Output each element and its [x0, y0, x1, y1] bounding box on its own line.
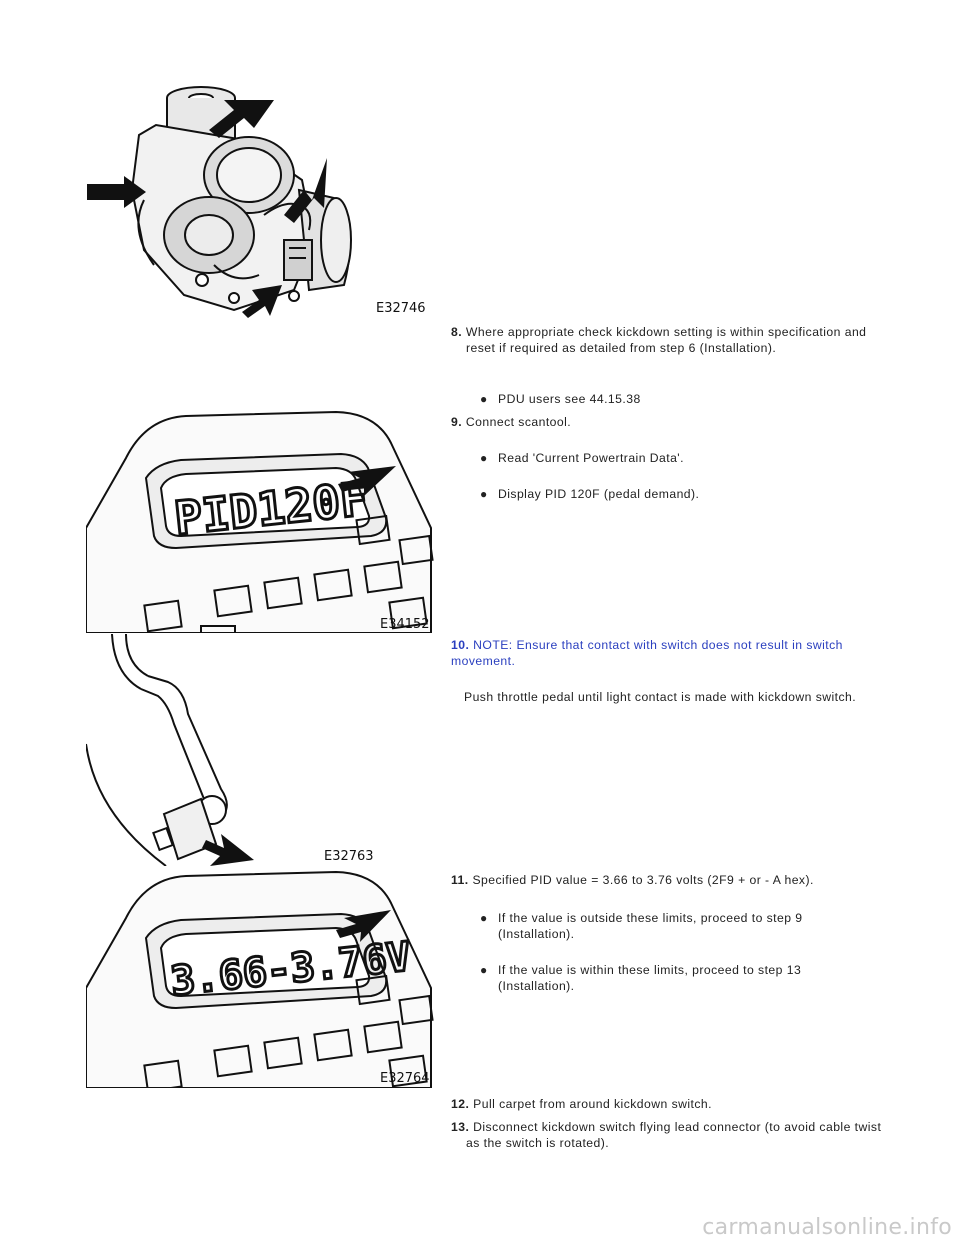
step-10: 10. NOTE: Ensure that contact with switc…	[451, 637, 871, 669]
throttle-body-illustration: E32746	[87, 86, 426, 318]
step-number: 13.	[451, 1120, 470, 1134]
step-11-bullet-2: ● If the value is within these limits, p…	[480, 962, 880, 994]
bullet-icon: ●	[480, 392, 488, 406]
bullet-text: PDU users see 44.15.38	[498, 392, 641, 406]
step-number: 9.	[451, 415, 463, 429]
step-number: 10.	[451, 638, 470, 652]
step-12: 12. Pull carpet from around kickdown swi…	[451, 1096, 886, 1112]
pedal-kickdown-illustration: E32763	[86, 634, 374, 866]
bullet-icon: ●	[480, 911, 488, 925]
step-text: Specified PID value = 3.66 to 3.76 volts…	[472, 873, 814, 887]
bullet-icon: ●	[480, 451, 488, 465]
watermark-footer: carmanualsonline.info	[702, 1215, 952, 1240]
step-note: NOTE: Ensure that contact with switch do…	[451, 638, 843, 668]
step-11-bullet-1: ● If the value is outside these limits, …	[480, 910, 880, 942]
bullet-icon: ●	[480, 963, 488, 977]
step-9-bullet-1: ● Read 'Current Powertrain Data'.	[480, 450, 880, 466]
scantool-display-illustration: PID120F E34152	[86, 410, 434, 633]
bullet-icon: ●	[480, 487, 488, 501]
bullet-text: Display PID 120F (pedal demand).	[498, 487, 700, 501]
bullet-text: If the value is outside these limits, pr…	[498, 911, 803, 941]
figure-label-3: E32763	[324, 849, 374, 864]
step-9: 9. Connect scantool.	[451, 414, 886, 430]
figure-label-2: E34152	[380, 617, 430, 632]
step-text: Disconnect kickdown switch flying lead c…	[466, 1120, 882, 1150]
step-8-bullet-1: ● PDU users see 44.15.38	[480, 391, 880, 407]
step-text: Pull carpet from around kickdown switch.	[473, 1097, 712, 1111]
bullet-text: Read 'Current Powertrain Data'.	[498, 451, 684, 465]
step-13: 13. Disconnect kickdown switch flying le…	[451, 1119, 886, 1151]
bullet-text: If the value is within these limits, pro…	[498, 963, 802, 993]
step-text: Where appropriate check kickdown setting…	[465, 325, 867, 355]
figure-label-1: E32746	[376, 301, 426, 316]
step-number: 8.	[451, 325, 463, 339]
step-8: 8. Where appropriate check kickdown sett…	[451, 324, 886, 356]
step-number: 12.	[451, 1097, 470, 1111]
step-number: 11.	[451, 873, 469, 887]
step-text: Connect scantool.	[465, 415, 572, 429]
figure-label-4: E32764	[380, 1071, 430, 1086]
step-11: 11. Specified PID value = 3.66 to 3.76 v…	[451, 872, 886, 888]
step-10-paragraph: Push throttle pedal until light contact …	[464, 690, 857, 704]
scantool-display-illustration-2: 3.66-3.76V E32764	[86, 870, 434, 1088]
step-9-bullet-2: ● Display PID 120F (pedal demand).	[480, 486, 880, 502]
